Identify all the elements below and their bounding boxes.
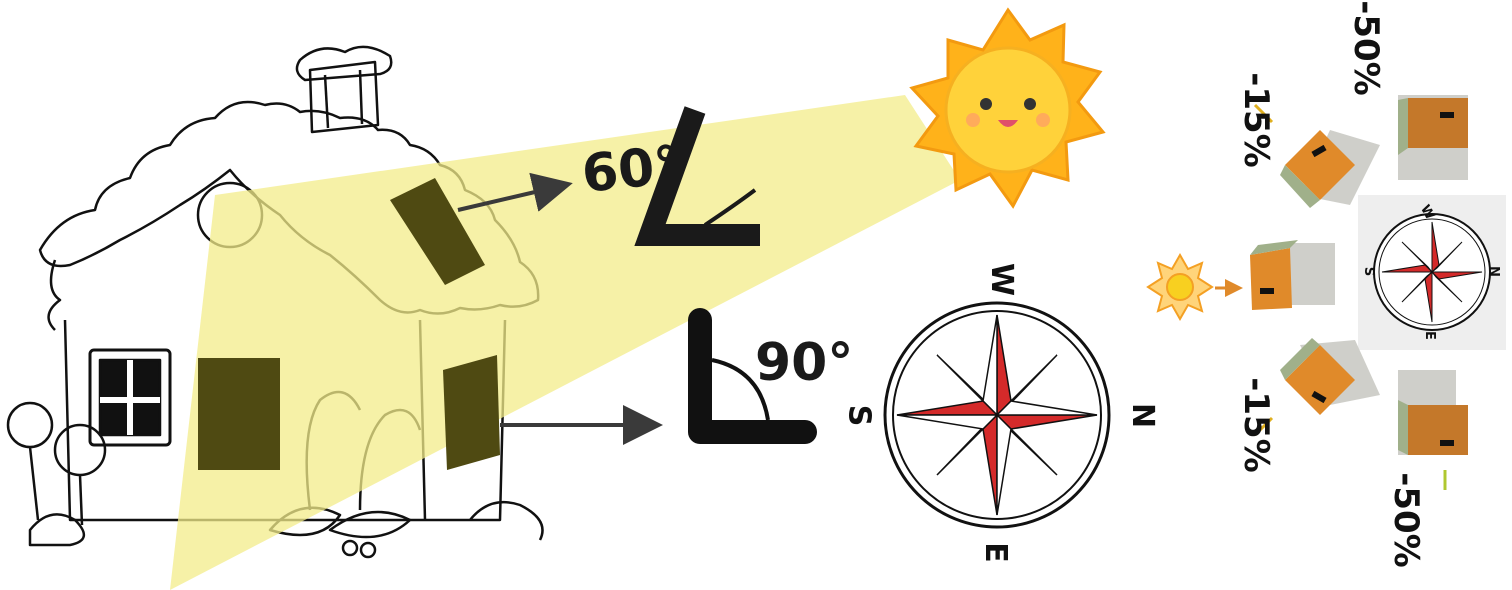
loss-bottom-left: -15% [1236,377,1276,473]
mini-house-bottom-right [1398,370,1468,455]
small-compass-label-right: N [1486,266,1501,277]
loss-top-left: -15% [1236,72,1276,168]
small-compass-label-bottom: E [1422,331,1437,340]
small-compass-label-left: S [1361,267,1376,276]
compass-label-right: N [1125,403,1160,428]
wall-panel-left [198,358,280,470]
compass-label-bottom: E [978,542,1013,563]
compass-rose-icon [885,303,1109,527]
small-sun-icon [1148,255,1212,319]
angle-label-90: 90° [755,333,853,393]
compass-label-left: S [841,405,876,427]
compass-label-top: W [984,263,1019,296]
angle-label-60: 60° [579,135,683,205]
small-compass-rose-icon [1374,214,1490,330]
mini-house-middle [1250,240,1335,310]
wall-panel-right [443,355,500,470]
mini-house-top-right [1398,95,1468,180]
loss-bottom-right: -50% [1386,472,1426,568]
loss-top-right: -50% [1346,0,1386,96]
